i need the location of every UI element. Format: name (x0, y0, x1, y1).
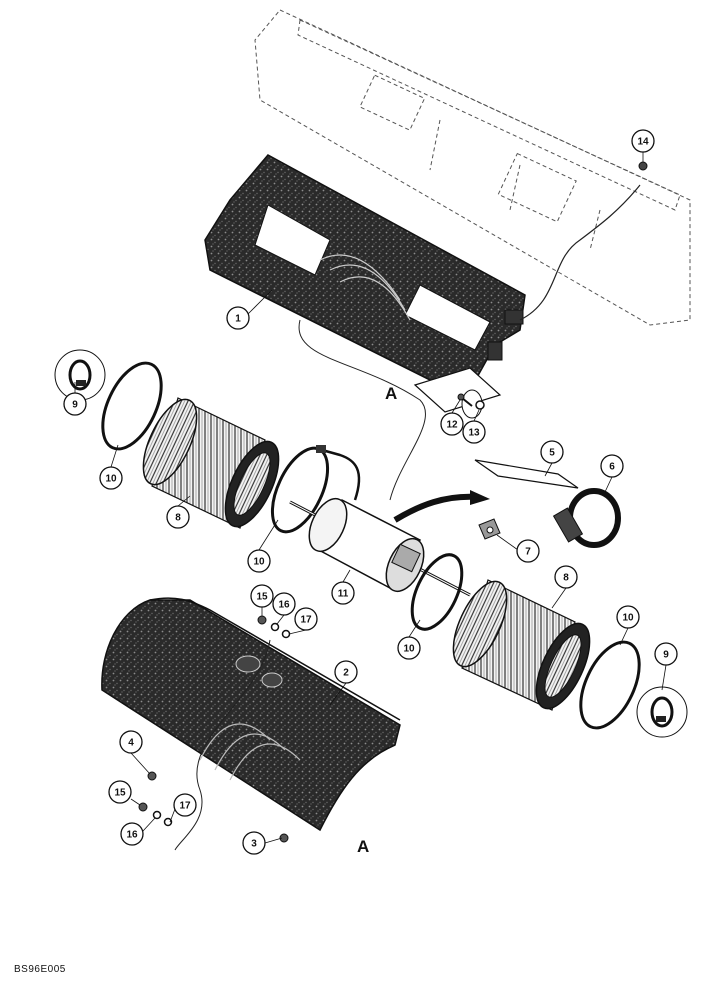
callout-c11: 11 (331, 581, 355, 605)
callout-c2: 2 (334, 660, 358, 684)
callout-label: 9 (663, 650, 669, 661)
figure-code: BS96E005 (14, 964, 66, 975)
fastener-15-lower (138, 802, 148, 812)
callout-label: 10 (622, 613, 634, 624)
bracket-7 (478, 518, 501, 540)
callout-c8b: 8 (554, 565, 578, 589)
reference-letter-group: AA (357, 384, 397, 856)
callout-label: 15 (114, 788, 126, 799)
callout-label: 4 (128, 738, 134, 749)
callout-label: 11 (338, 589, 349, 600)
callout-c12: 12 (440, 412, 464, 436)
callout-label: 17 (179, 801, 191, 812)
washer-16-lower (152, 810, 162, 820)
ring-10-right-outer (579, 640, 641, 730)
wire-lower-housing (174, 639, 271, 851)
callout-c9b: 9 (654, 642, 678, 666)
fastener-3 (279, 833, 289, 843)
fastener-15-upper (257, 615, 267, 625)
lower-blower-housing (101, 597, 401, 832)
callout-c9a: 9 (63, 392, 87, 416)
callout-label: 12 (446, 420, 458, 431)
callout-c17b: 17 (173, 793, 197, 817)
leader-lines (74, 152, 667, 844)
dash-panel-outline (254, 9, 691, 326)
callout-c14: 14 (631, 129, 655, 153)
washer-16-upper (270, 622, 280, 632)
callout-label: 1 (235, 314, 241, 325)
blower-motor (289, 445, 471, 597)
callout-label: 13 (468, 428, 480, 439)
callout-label: 9 (72, 400, 78, 411)
callout-label: 5 (549, 448, 555, 459)
callout-c16b: 16 (120, 822, 144, 846)
callout-label: 17 (300, 615, 312, 626)
callout-label: 3 (251, 839, 257, 850)
blower-wheel-left (142, 397, 280, 529)
callout-c10b: 10 (247, 549, 271, 573)
callout-c4: 4 (119, 730, 143, 754)
motor-direction-arrow (393, 493, 479, 523)
callout-c5: 5 (540, 440, 564, 464)
callout-c3: 3 (242, 831, 266, 855)
callout-c15a: 15 (250, 584, 274, 608)
clamp-detail-right (636, 686, 688, 738)
reference-letter-refA1: A (385, 384, 397, 403)
callout-label: 7 (525, 547, 531, 558)
washer-13 (475, 400, 485, 410)
callout-c8a: 8 (166, 505, 190, 529)
washer-17-upper (281, 629, 291, 639)
callout-label: 16 (126, 830, 138, 841)
wire-harness-upper (519, 184, 641, 321)
callout-c10a: 10 (99, 466, 123, 490)
foam-pad-5 (474, 459, 579, 489)
callout-c6: 6 (600, 454, 624, 478)
callout-c16a: 16 (272, 592, 296, 616)
callout-label: 14 (637, 137, 649, 148)
callout-c15b: 15 (108, 780, 132, 804)
wire-harness-lower (298, 319, 426, 501)
callout-label: 8 (563, 573, 569, 584)
callout-label: 10 (253, 557, 265, 568)
callout-label: 8 (175, 513, 181, 524)
clamp-detail-left (54, 349, 106, 401)
callout-c1: 1 (226, 306, 250, 330)
callout-label: 2 (343, 668, 349, 679)
callout-label: 10 (403, 644, 415, 655)
nut-14 (638, 161, 648, 171)
callout-c17a: 17 (294, 607, 318, 631)
callout-label: 15 (256, 592, 268, 603)
callout-c10d: 10 (616, 605, 640, 629)
ring-10-right-inner (410, 553, 464, 631)
upper-blower-housing (204, 154, 526, 391)
washer-17-lower (163, 817, 173, 827)
hose-clamp-6 (552, 488, 621, 548)
callout-c13: 13 (462, 420, 486, 444)
callout-c10c: 10 (397, 636, 421, 660)
blower-wheel-right (452, 579, 591, 711)
screw-12 (457, 393, 473, 407)
callout-label: 16 (278, 600, 290, 611)
reference-letter-refA2: A (357, 837, 369, 856)
ring-10-left-outer (101, 361, 163, 451)
callout-c7: 7 (516, 539, 540, 563)
callout-label: 10 (105, 474, 117, 485)
callout-label: 6 (609, 462, 615, 473)
